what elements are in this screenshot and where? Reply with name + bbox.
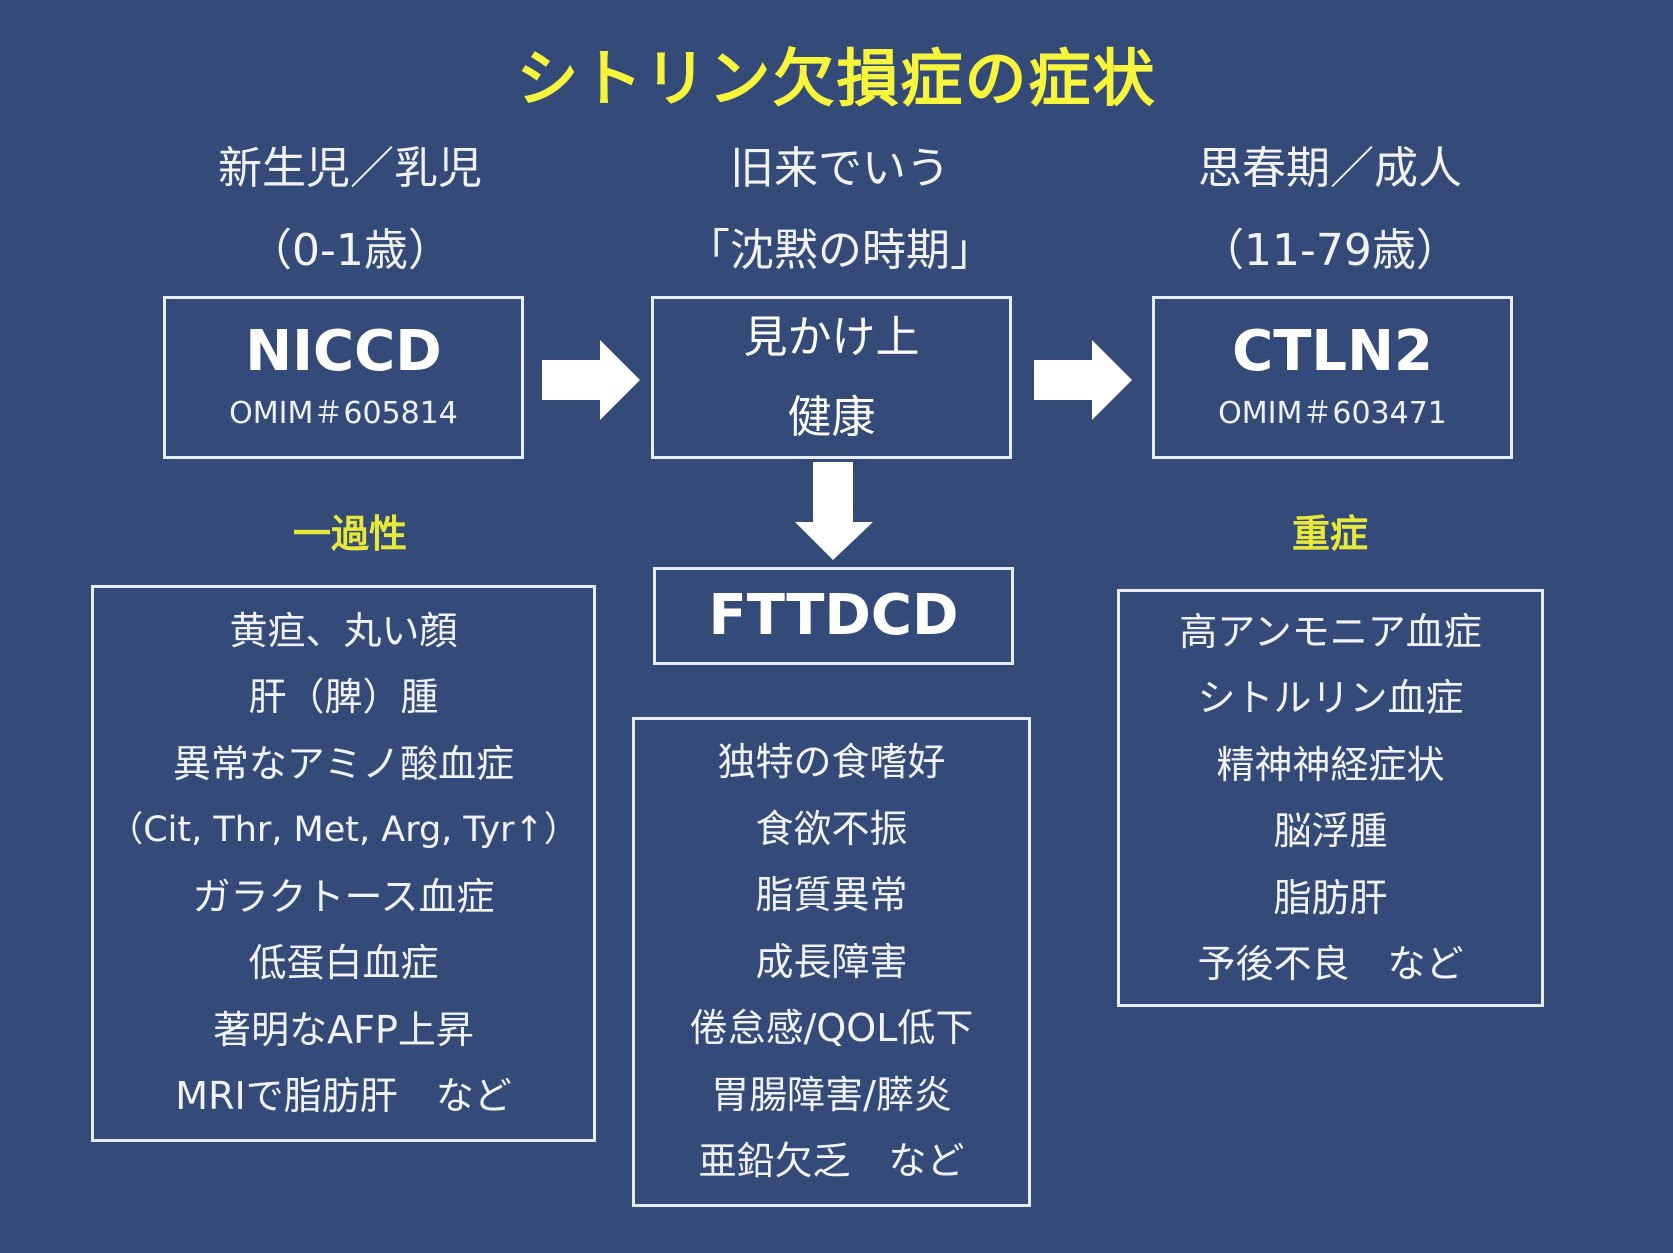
stage-label-adult-line1: 思春期／成人 — [1198, 143, 1462, 194]
stage-label-infant: 新生児／乳児 （0-1歳） — [140, 128, 560, 292]
niccd-box: NICCD OMIM＃605814 — [163, 296, 524, 459]
list-item: 高アンモニア血症 — [1179, 609, 1482, 654]
list-item: 低蛋白血症 — [248, 941, 439, 985]
stage-label-silent: 旧来でいう 「沈黙の時期」 — [630, 128, 1050, 292]
list-item: シトルリン血症 — [1197, 676, 1464, 720]
list-item: 倦怠感/QOL低下 — [689, 1006, 974, 1051]
fttdcd-box: FTTDCD — [653, 567, 1014, 665]
fttdcd-symptom-list: 独特の食嗜好 食欲不振 脂質異常 成長障害 倦怠感/QOL低下 胃腸障害/膵炎 … — [632, 717, 1031, 1207]
list-item: 黄疸、丸い顔 — [229, 608, 458, 653]
list-item: 脂質異常 — [755, 873, 908, 918]
ctln2-symptom-list: 高アンモニア血症 シトルリン血症 精神神経症状 脳浮腫 脂肪肝 予後不良 など — [1117, 589, 1544, 1007]
list-item: 脳浮腫 — [1273, 809, 1388, 853]
stage-label-adult-line2: （11-79歳） — [1200, 225, 1460, 276]
list-item: 脂肪肝 — [1273, 875, 1388, 920]
niccd-symptom-list: 黄疸、丸い顔 肝（脾）腫 異常なアミノ酸血症 （Cit, Thr, Met, A… — [91, 585, 596, 1142]
apparently-healthy-box: 見かけ上 健康 — [651, 296, 1012, 459]
fttdcd-title: FTTDCD — [708, 582, 959, 648]
list-item: 異常なアミノ酸血症 — [172, 741, 515, 786]
list-item: 予後不良 など — [1197, 942, 1464, 986]
list-item: 精神神経症状 — [1216, 742, 1445, 787]
stage-label-infant-line1: 新生児／乳児 — [218, 143, 482, 194]
niccd-title: NICCD — [245, 319, 442, 385]
arrow-right-icon — [1034, 340, 1132, 420]
list-item: 食欲不振 — [755, 806, 908, 851]
ctln2-title: CTLN2 — [1232, 319, 1433, 385]
niccd-omim: OMIM＃605814 — [229, 395, 458, 431]
list-item: 亜鉛欠乏 など — [698, 1139, 965, 1184]
severity-severe: 重症 — [1291, 512, 1368, 556]
list-item: 肝（脾）腫 — [248, 675, 439, 719]
list-item: 独特の食嗜好 — [717, 740, 946, 785]
stage-label-silent-line2: 「沈黙の時期」 — [686, 225, 994, 276]
ctln2-box: CTLN2 OMIM＃603471 — [1152, 296, 1513, 459]
stage-label-adult: 思春期／成人 （11-79歳） — [1120, 128, 1540, 292]
list-item: ガラクトース血症 — [192, 874, 495, 919]
stage-label-silent-line1: 旧来でいう — [730, 143, 950, 194]
list-item: 著明なAFP上昇 — [213, 1007, 474, 1052]
list-item: MRIで脂肪肝 など — [175, 1074, 512, 1118]
arrow-down-icon — [795, 462, 873, 560]
severity-transient: 一過性 — [292, 512, 407, 556]
list-item: （Cit, Thr, Met, Arg, Tyr↑） — [108, 810, 579, 850]
list-item: 成長障害 — [755, 939, 908, 984]
apparently-healthy-line1: 見かけ上 — [743, 311, 920, 363]
stage-label-infant-line2: （0-1歳） — [248, 225, 452, 276]
arrow-right-icon — [542, 340, 640, 420]
slide-title: シトリン欠損症の症状 — [516, 42, 1157, 115]
list-item: 胃腸障害/膵炎 — [711, 1072, 952, 1117]
ctln2-omim: OMIM＃603471 — [1218, 395, 1447, 431]
apparently-healthy-line2: 健康 — [787, 391, 876, 443]
